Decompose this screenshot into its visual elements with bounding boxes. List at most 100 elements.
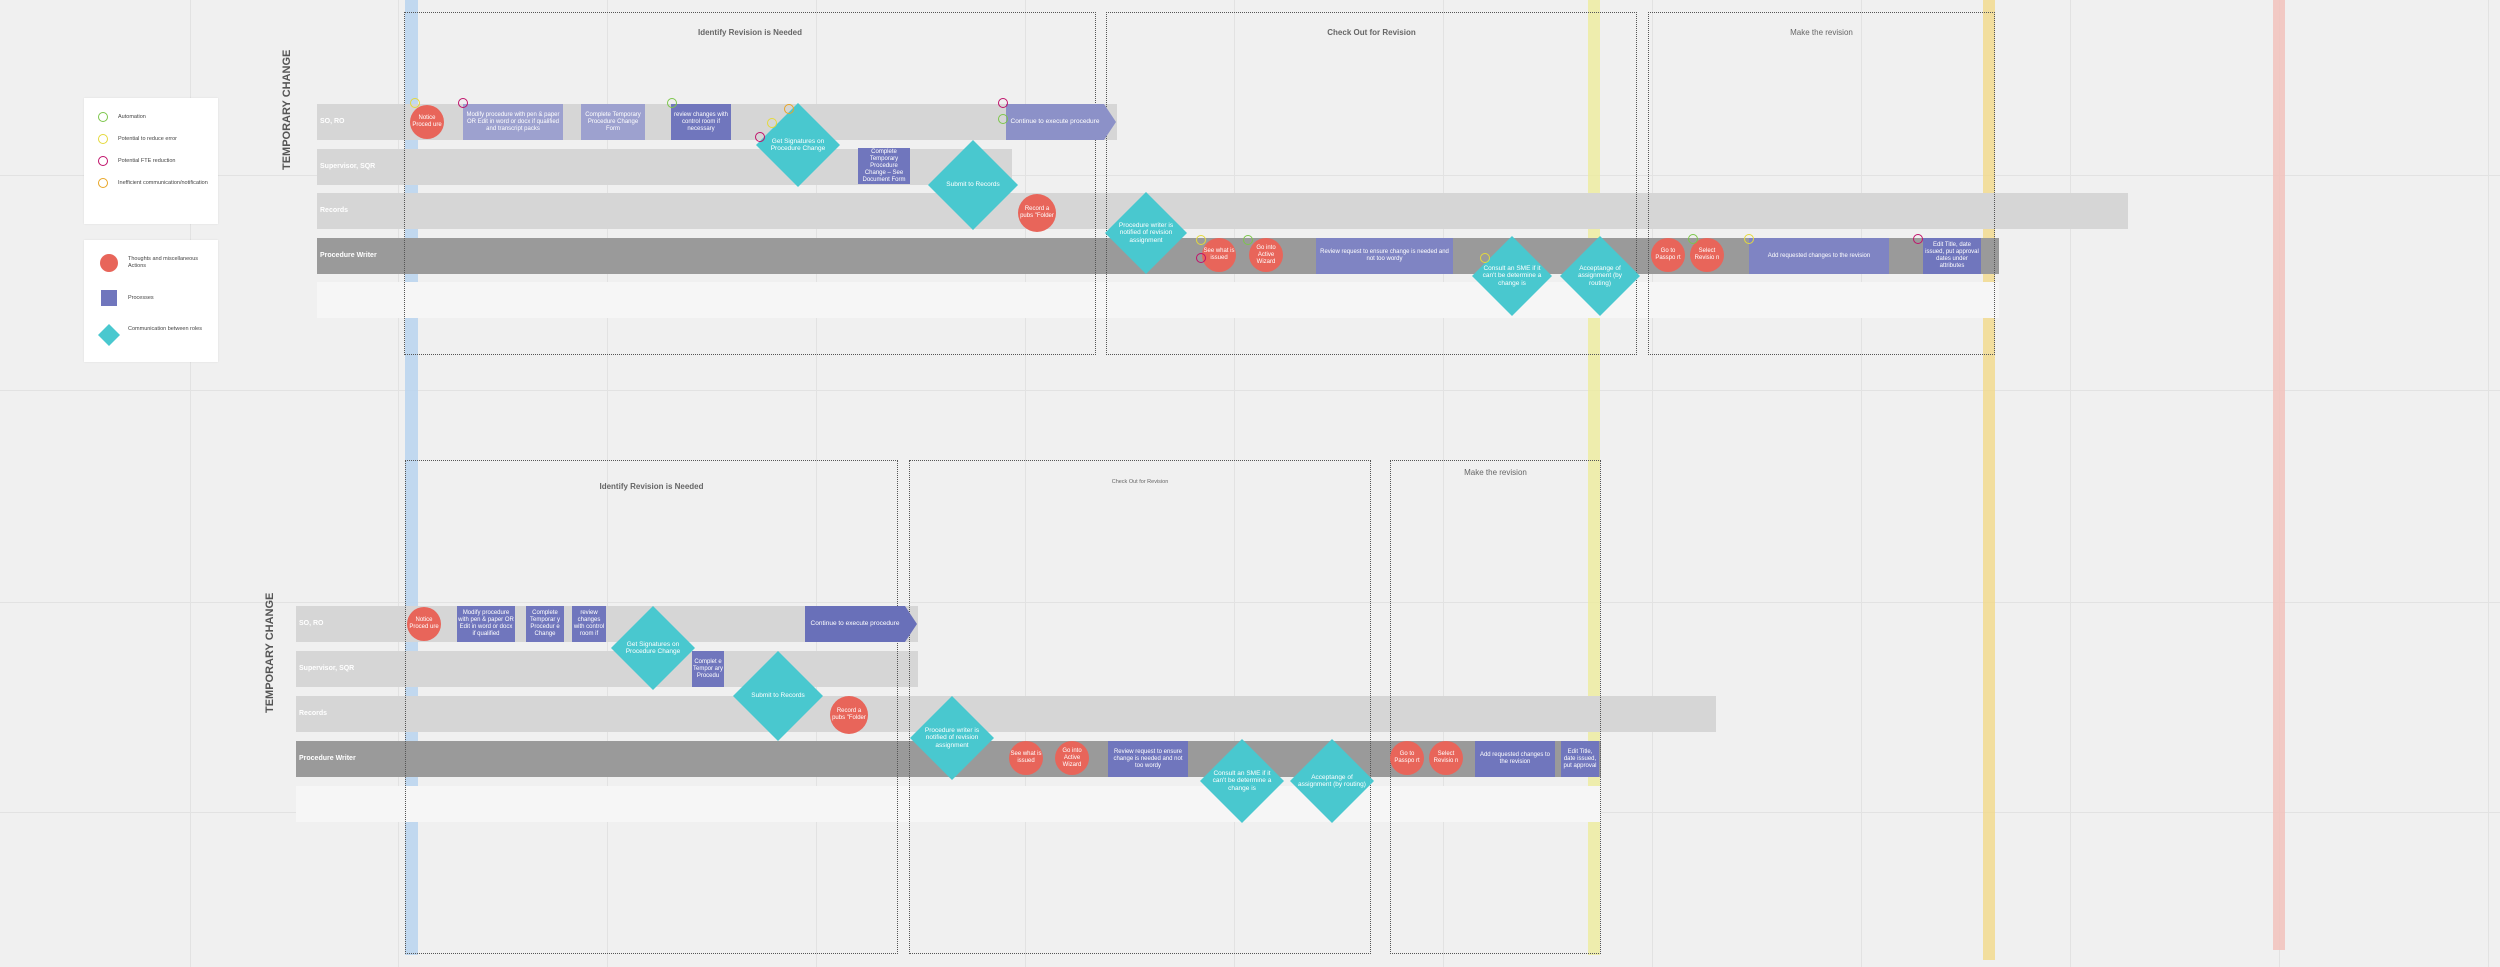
red-circle-icon — [100, 254, 118, 272]
legend-label: Processes — [128, 295, 154, 301]
legend-label: Inefficient communication/notification — [118, 180, 208, 186]
green-ring-icon — [998, 114, 1008, 124]
phase-frame — [909, 460, 1371, 954]
purple-square-icon — [101, 290, 117, 306]
yellow-ring-icon — [1744, 234, 1754, 244]
lane-label: SO, RO — [320, 118, 345, 125]
process-node[interactable]: Review request to ensure change is neede… — [1316, 238, 1453, 274]
grid-line — [1443, 0, 1444, 967]
legend-label: Communication between roles — [128, 326, 202, 332]
magenta-ring-icon — [458, 98, 468, 108]
thought-node[interactable]: Go to Passpo rt — [1390, 741, 1424, 775]
communication-node[interactable]: Acceptange of assignment (by routing) — [1290, 739, 1374, 823]
lane-label: Procedure Writer — [320, 252, 377, 259]
communication-node[interactable]: Get Signatures on Procedure Change — [756, 103, 840, 187]
grid-line — [0, 390, 2500, 391]
grid-line — [0, 175, 2500, 176]
grid-line — [2070, 0, 2071, 967]
process-node[interactable]: Modify procedure with pen & paper OR Edi… — [457, 606, 515, 642]
lane-label: Supervisor, SQR — [299, 665, 355, 672]
grid-line — [0, 602, 2500, 603]
phase-frame — [404, 12, 1096, 355]
thought-node[interactable]: See what is issued — [1009, 741, 1043, 775]
yellow-ring-icon — [1196, 235, 1206, 245]
phase-title: Check Out for Revision — [1111, 479, 1169, 485]
green-ring-icon — [667, 98, 677, 108]
process-node[interactable]: Modify procedure with pen & paper OR Edi… — [463, 104, 563, 140]
teal-diamond-icon — [98, 324, 120, 346]
thought-node[interactable]: Notice Proced ure — [407, 607, 441, 641]
process-node[interactable]: Complete Temporary Procedure Change – Se… — [858, 148, 910, 184]
green-ring-icon — [1688, 234, 1698, 244]
pink-highlight-band — [2273, 0, 2285, 950]
communication-node[interactable]: Consult an SME if it can't be determine … — [1200, 739, 1284, 823]
grid-line — [1025, 0, 1026, 967]
communication-node[interactable]: Procedure writer is notified of revision… — [1105, 192, 1187, 274]
legend-label: Automation — [118, 114, 146, 120]
diagram-title: TEMPORARY CHANGE — [281, 49, 293, 170]
process-node[interactable]: Complete Temporar y Procedur e Change — [526, 606, 564, 642]
communication-node[interactable]: Procedure writer is notified of revision… — [910, 696, 994, 780]
grid-line — [1861, 0, 1862, 967]
lane-records — [296, 696, 1716, 732]
magenta-ring-icon — [755, 132, 765, 142]
process-node[interactable]: Edit Title, date issued, put approval da… — [1923, 238, 1981, 274]
magenta-ring-icon — [1913, 234, 1923, 244]
grid-line — [2488, 0, 2489, 967]
yellow-ring-icon — [767, 118, 777, 128]
process-node[interactable]: review changes with control room if — [572, 606, 606, 642]
phase-frame — [1106, 12, 1637, 355]
process-node[interactable]: Complet e Tempor ary Procedu — [692, 651, 724, 687]
continue-label: Continue to execute procedure — [810, 620, 900, 627]
magenta-ring-icon — [98, 156, 108, 166]
thought-node[interactable]: Select Revisio n — [1690, 238, 1724, 272]
legend-label: Potential to reduce error — [118, 136, 178, 142]
legend-label: Potential FTE reduction — [118, 158, 176, 164]
process-node[interactable]: Add requested changes to the revision — [1749, 238, 1889, 274]
thought-node[interactable]: Go into Active Wizard — [1249, 238, 1283, 272]
thought-node[interactable]: See what is issued — [1202, 238, 1236, 272]
process-node[interactable]: review changes with control room if nece… — [671, 104, 731, 140]
continue-label: Continue to execute procedure — [1010, 118, 1100, 125]
yellow-ring-icon — [1480, 253, 1490, 263]
phase-title: Identify Revision is Needed — [697, 28, 803, 37]
communication-node[interactable]: Acceptange of assignment (by routing) — [1560, 236, 1640, 316]
phase-frame — [1648, 12, 1995, 355]
communication-node[interactable]: Submit to Records — [928, 140, 1018, 230]
grid-line — [1234, 0, 1235, 967]
lane-label: Procedure Writer — [299, 755, 356, 762]
process-node[interactable]: Complete Temporary Procedure Change Form — [581, 104, 645, 140]
legend-shapes-panel: Thoughts and miscellaneous Actions Proce… — [84, 240, 218, 362]
thought-node[interactable]: Record a pubs "Folder — [830, 696, 868, 734]
lane-empty — [317, 282, 1999, 318]
process-node[interactable]: Review request to ensure change is neede… — [1108, 741, 1188, 777]
orange-ring-icon — [98, 178, 108, 188]
process-node[interactable]: Edit Title, date issued, put approval — [1561, 741, 1599, 777]
phase-title: Check Out for Revision — [1327, 28, 1416, 37]
lane-label: Records — [299, 710, 328, 717]
yellow-ring-icon — [98, 134, 108, 144]
communication-node[interactable]: Consult an SME if it can't be determine … — [1472, 236, 1552, 316]
phase-frame — [1390, 460, 1601, 954]
lane-supervisor — [296, 651, 918, 687]
thought-node[interactable]: Notice Proced ure — [410, 105, 444, 139]
lane-empty — [296, 786, 1601, 822]
communication-node[interactable]: Get Signatures on Procedure Change — [611, 606, 695, 690]
thought-node[interactable]: Select Revisio n — [1429, 741, 1463, 775]
lane-records — [317, 193, 2128, 229]
phase-title: Make the revision — [1790, 28, 1853, 37]
continue-arrow-shape[interactable] — [1006, 102, 1116, 142]
phase-title: Make the revision — [1464, 468, 1527, 477]
process-node[interactable]: Add requested changes to the revision — [1475, 741, 1555, 777]
legend-label: Thoughts and miscellaneous Actions — [128, 256, 199, 269]
grid-line — [1652, 0, 1653, 967]
communication-node[interactable]: Submit to Records — [733, 651, 823, 741]
thought-node[interactable]: Go into Active Wizard — [1055, 741, 1089, 775]
legend-rings-panel: Automation Potential to reduce error Pot… — [84, 98, 218, 224]
grid-line — [607, 0, 608, 967]
continue-arrow-shape[interactable] — [805, 604, 917, 644]
grid-line — [398, 0, 399, 967]
thought-node[interactable]: Go to Passpo rt — [1651, 238, 1685, 272]
magenta-ring-icon — [1196, 253, 1206, 263]
thought-node[interactable]: Record a pubs "Folder — [1018, 194, 1056, 232]
